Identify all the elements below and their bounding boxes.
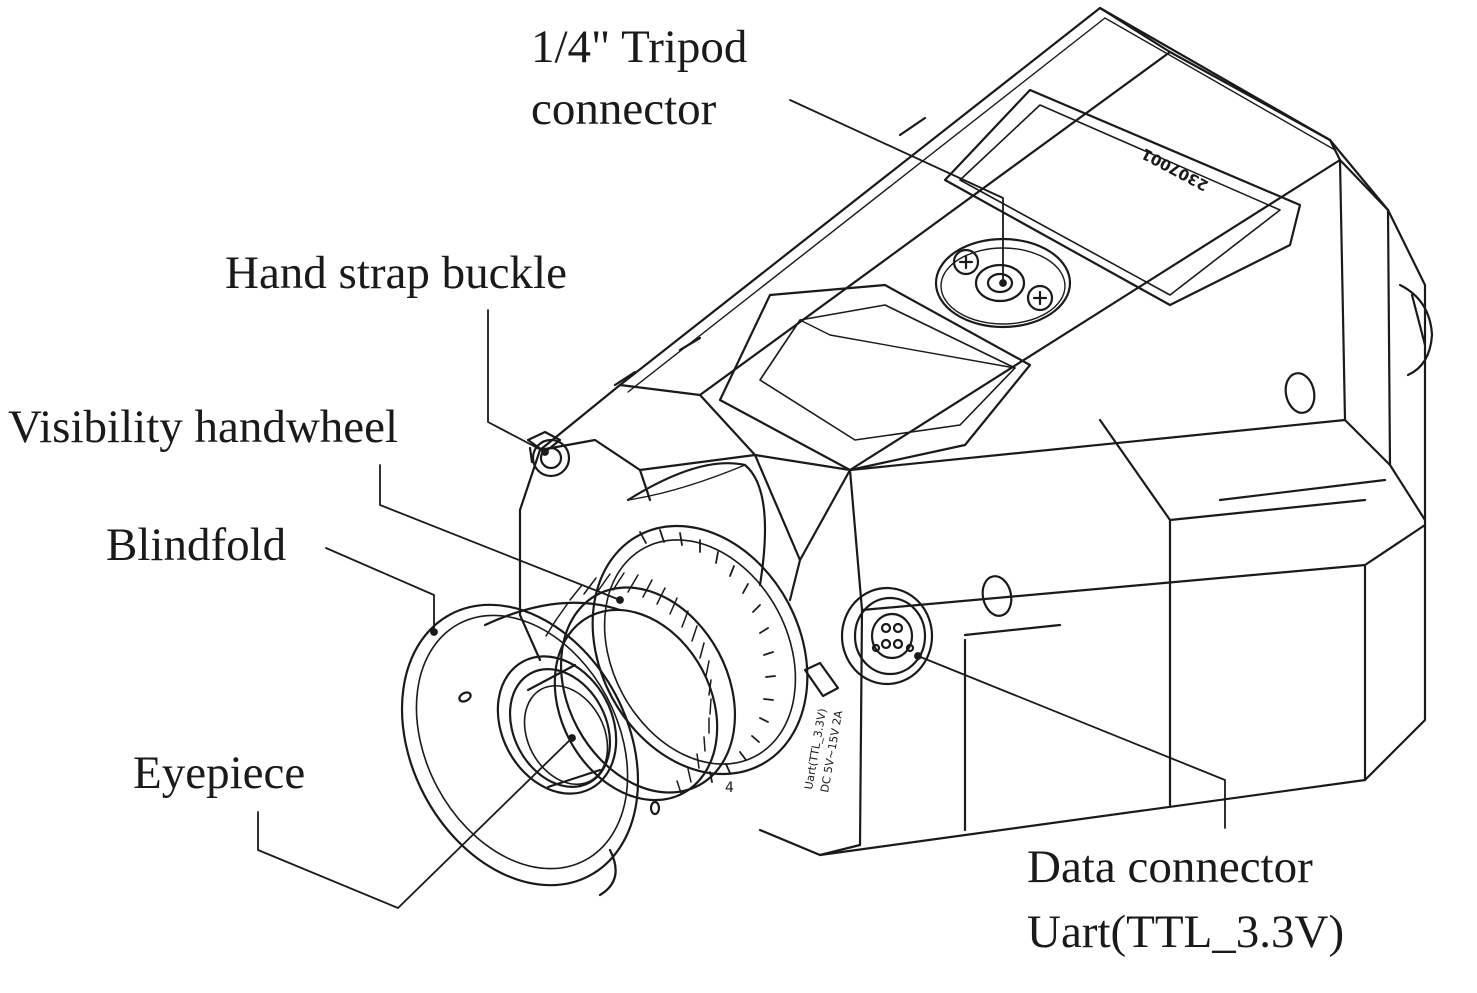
tripod-mount — [934, 237, 1072, 329]
eyepiece-assembly: 4 — [400, 462, 809, 897]
serial-panel — [943, 88, 1302, 307]
leader-visibility — [379, 464, 621, 601]
label-eyepiece: Eyepiece — [133, 747, 306, 799]
leader-hand-strap — [487, 309, 546, 453]
label-data-connector-line2: Uart(TTL_3.3V) — [1027, 906, 1345, 958]
label-hand-strap-buckle: Hand strap buckle — [225, 247, 567, 299]
leader-blindfold — [325, 547, 435, 633]
scale-mark: 4 — [725, 780, 734, 796]
leader-data-connector — [917, 655, 1226, 829]
leader-tripod — [789, 99, 1004, 284]
label-tripod-connector-line2: connector — [531, 83, 717, 135]
device-body — [518, 6, 1434, 857]
label-data-connector-line1: Data connector — [1027, 841, 1313, 893]
label-visibility-handwheel: Visibility handwheel — [8, 401, 399, 453]
leader-lines — [257, 99, 1226, 909]
lower-window — [718, 283, 1032, 472]
label-blindfold: Blindfold — [106, 519, 287, 571]
data-connector — [840, 586, 934, 686]
label-tripod-connector-line1: 1/4" Tripod — [531, 21, 748, 73]
leader-eyepiece — [257, 737, 573, 909]
hand-strap-buckle — [526, 430, 571, 478]
